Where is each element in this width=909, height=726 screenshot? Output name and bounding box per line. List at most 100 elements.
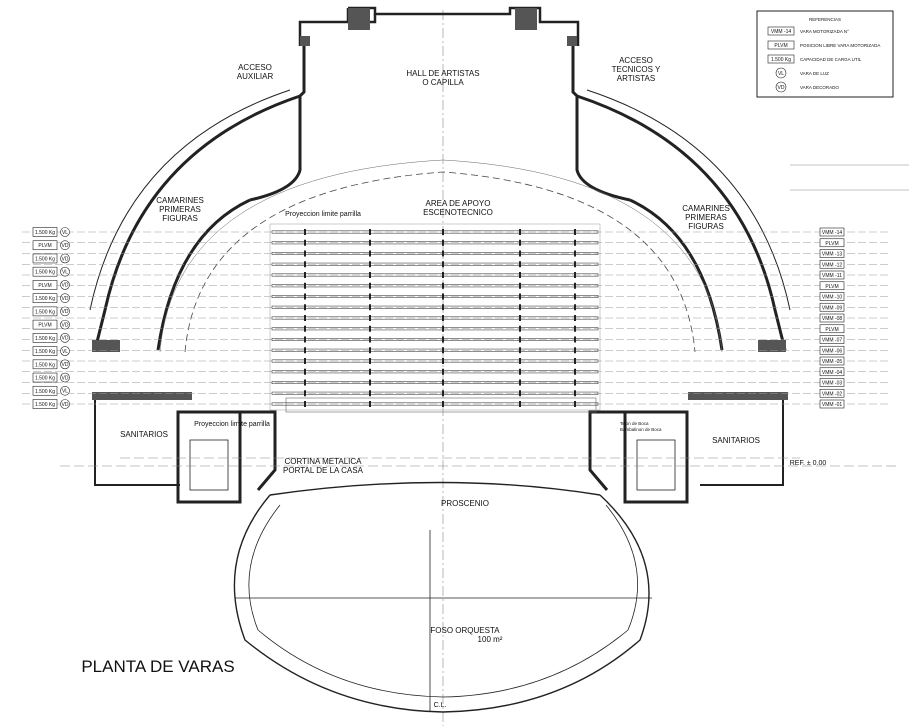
legend-symbol: [775, 81, 787, 93]
fly-bar: [271, 305, 599, 309]
right-vmm-box: [819, 292, 845, 301]
right-vmm-label: VMM -08: [822, 316, 843, 322]
bar-hoist-point: [574, 304, 576, 311]
left-tag-circle: [60, 227, 70, 237]
sanitarios-right-label: SANITARIOS: [712, 436, 760, 445]
bar-hoist-point: [304, 315, 306, 321]
left-tag-label: VD: [62, 243, 69, 249]
left-tag-circle: [60, 359, 70, 370]
fly-bars-group: [22, 229, 888, 407]
left-load-label: 1.500 Kg: [35, 230, 55, 236]
fly-bar: [271, 402, 599, 406]
legend-item-text: CAPACIDAD DE CARGA UTIL: [800, 57, 862, 62]
legend-symbol-label: VD: [778, 85, 785, 91]
acceso-tec-2: TECNICOS Y: [612, 65, 661, 74]
left-load-box: [32, 293, 58, 303]
camarines-left-1: CAMARINES: [156, 196, 204, 205]
hall-label-2: O CAPILLA: [422, 78, 464, 87]
left-tag-circle: [60, 333, 70, 343]
bar-hoist-point: [574, 282, 576, 289]
bar-hoist-point: [574, 325, 576, 332]
bar-hoist-point: [369, 272, 371, 278]
bar-hoist-point: [574, 390, 576, 397]
bar-hoist-point: [574, 358, 576, 364]
left-load-box: [32, 359, 58, 370]
acceso-tec-1: ACCESO: [619, 56, 653, 65]
bar-hoist-point: [519, 315, 521, 321]
bar-hoist-point: [519, 250, 521, 257]
right-vmm-box: [819, 270, 845, 280]
right-vmm-label: VMM -03: [822, 381, 843, 387]
foso-label-1: FOSO ORQUESTA: [430, 626, 500, 635]
legend-symbol: [767, 40, 795, 50]
foso-label-2: 100 m²: [478, 635, 503, 644]
left-tag-circle: [60, 319, 70, 330]
area-apoyo-2: ESCENOTECNICO: [423, 208, 493, 217]
bar-hoist-point: [369, 336, 371, 343]
architecture-linework: [60, 6, 909, 726]
bar-hoist-point: [304, 239, 306, 246]
right-vmm-box: [819, 302, 845, 312]
right-vmm-box: [819, 249, 845, 258]
acceso-tec-3: ARTISTAS: [617, 74, 655, 83]
bar-hoist-point: [519, 401, 521, 407]
bar-hoist-point: [369, 250, 371, 257]
bar-hoist-point: [442, 239, 444, 246]
left-load-box: [32, 266, 58, 277]
bar-hoist-point: [519, 368, 521, 375]
fly-bar: [271, 391, 599, 395]
right-vmm-label: PLVM: [825, 284, 838, 290]
left-load-label: 1.500 Kg: [35, 389, 55, 395]
fly-bar: [271, 252, 599, 256]
acceso-aux-1: ACCESO: [238, 63, 272, 72]
bar-hoist-point: [369, 304, 371, 311]
right-vmm-box: [819, 345, 845, 355]
right-vmm-label: VMM -13: [822, 252, 843, 258]
bar-hoist-point: [574, 293, 576, 300]
bar-hoist-point: [519, 261, 521, 268]
bar-hoist-point: [369, 358, 371, 364]
fly-bar: [271, 230, 599, 234]
legend-item-text: VARA MOTORIZADA N°: [800, 29, 849, 34]
drawing-title: PLANTA DE VARAS: [81, 657, 234, 676]
bar-hoist-point: [304, 401, 306, 407]
bar-hoist-point: [369, 293, 371, 300]
left-tag-circle: [60, 346, 70, 356]
bar-hoist-point: [304, 272, 306, 278]
legend-symbol-label: 1.500 Kg: [771, 57, 791, 63]
bar-hoist-point: [442, 250, 444, 257]
left-tag-circle: [60, 266, 70, 277]
left-load-box: [32, 319, 58, 330]
left-load-label: PLVM: [38, 323, 51, 329]
legend-symbol: [767, 26, 795, 36]
left-tag-label: VD: [62, 362, 69, 368]
bar-hoist-point: [574, 347, 576, 354]
right-vmm-label: PLVM: [825, 327, 838, 333]
left-tag-label: VD: [62, 283, 69, 289]
bar-hoist-point: [369, 325, 371, 332]
bar-hoist-point: [442, 325, 444, 332]
right-vmm-box: [819, 227, 845, 237]
fly-bar: [271, 262, 599, 266]
left-load-label: 1.500 Kg: [35, 402, 55, 408]
area-apoyo-1: AREA DE APOYO: [426, 199, 491, 208]
bar-hoist-point: [442, 401, 444, 407]
right-vmm-label: VMM -09: [822, 305, 843, 311]
right-vmm-label: VMM -07: [822, 338, 843, 344]
bar-hoist-point: [574, 250, 576, 257]
bar-hoist-point: [519, 336, 521, 343]
right-vmm-box: [819, 335, 845, 344]
right-vmm-label: VMM -06: [822, 348, 843, 354]
left-load-label: PLVM: [38, 243, 51, 249]
left-load-label: 1.500 Kg: [35, 256, 55, 262]
bar-hoist-point: [574, 368, 576, 375]
bar-hoist-point: [442, 315, 444, 321]
right-vmm-box: [819, 367, 845, 377]
right-vmm-label: VMM -10: [822, 295, 843, 301]
right-vmm-label: VMM -01: [822, 402, 843, 408]
telon-label-1: Telon de Boca: [620, 421, 649, 426]
bar-hoist-point: [369, 379, 371, 386]
left-load-label: 1.500 Kg: [35, 349, 55, 355]
